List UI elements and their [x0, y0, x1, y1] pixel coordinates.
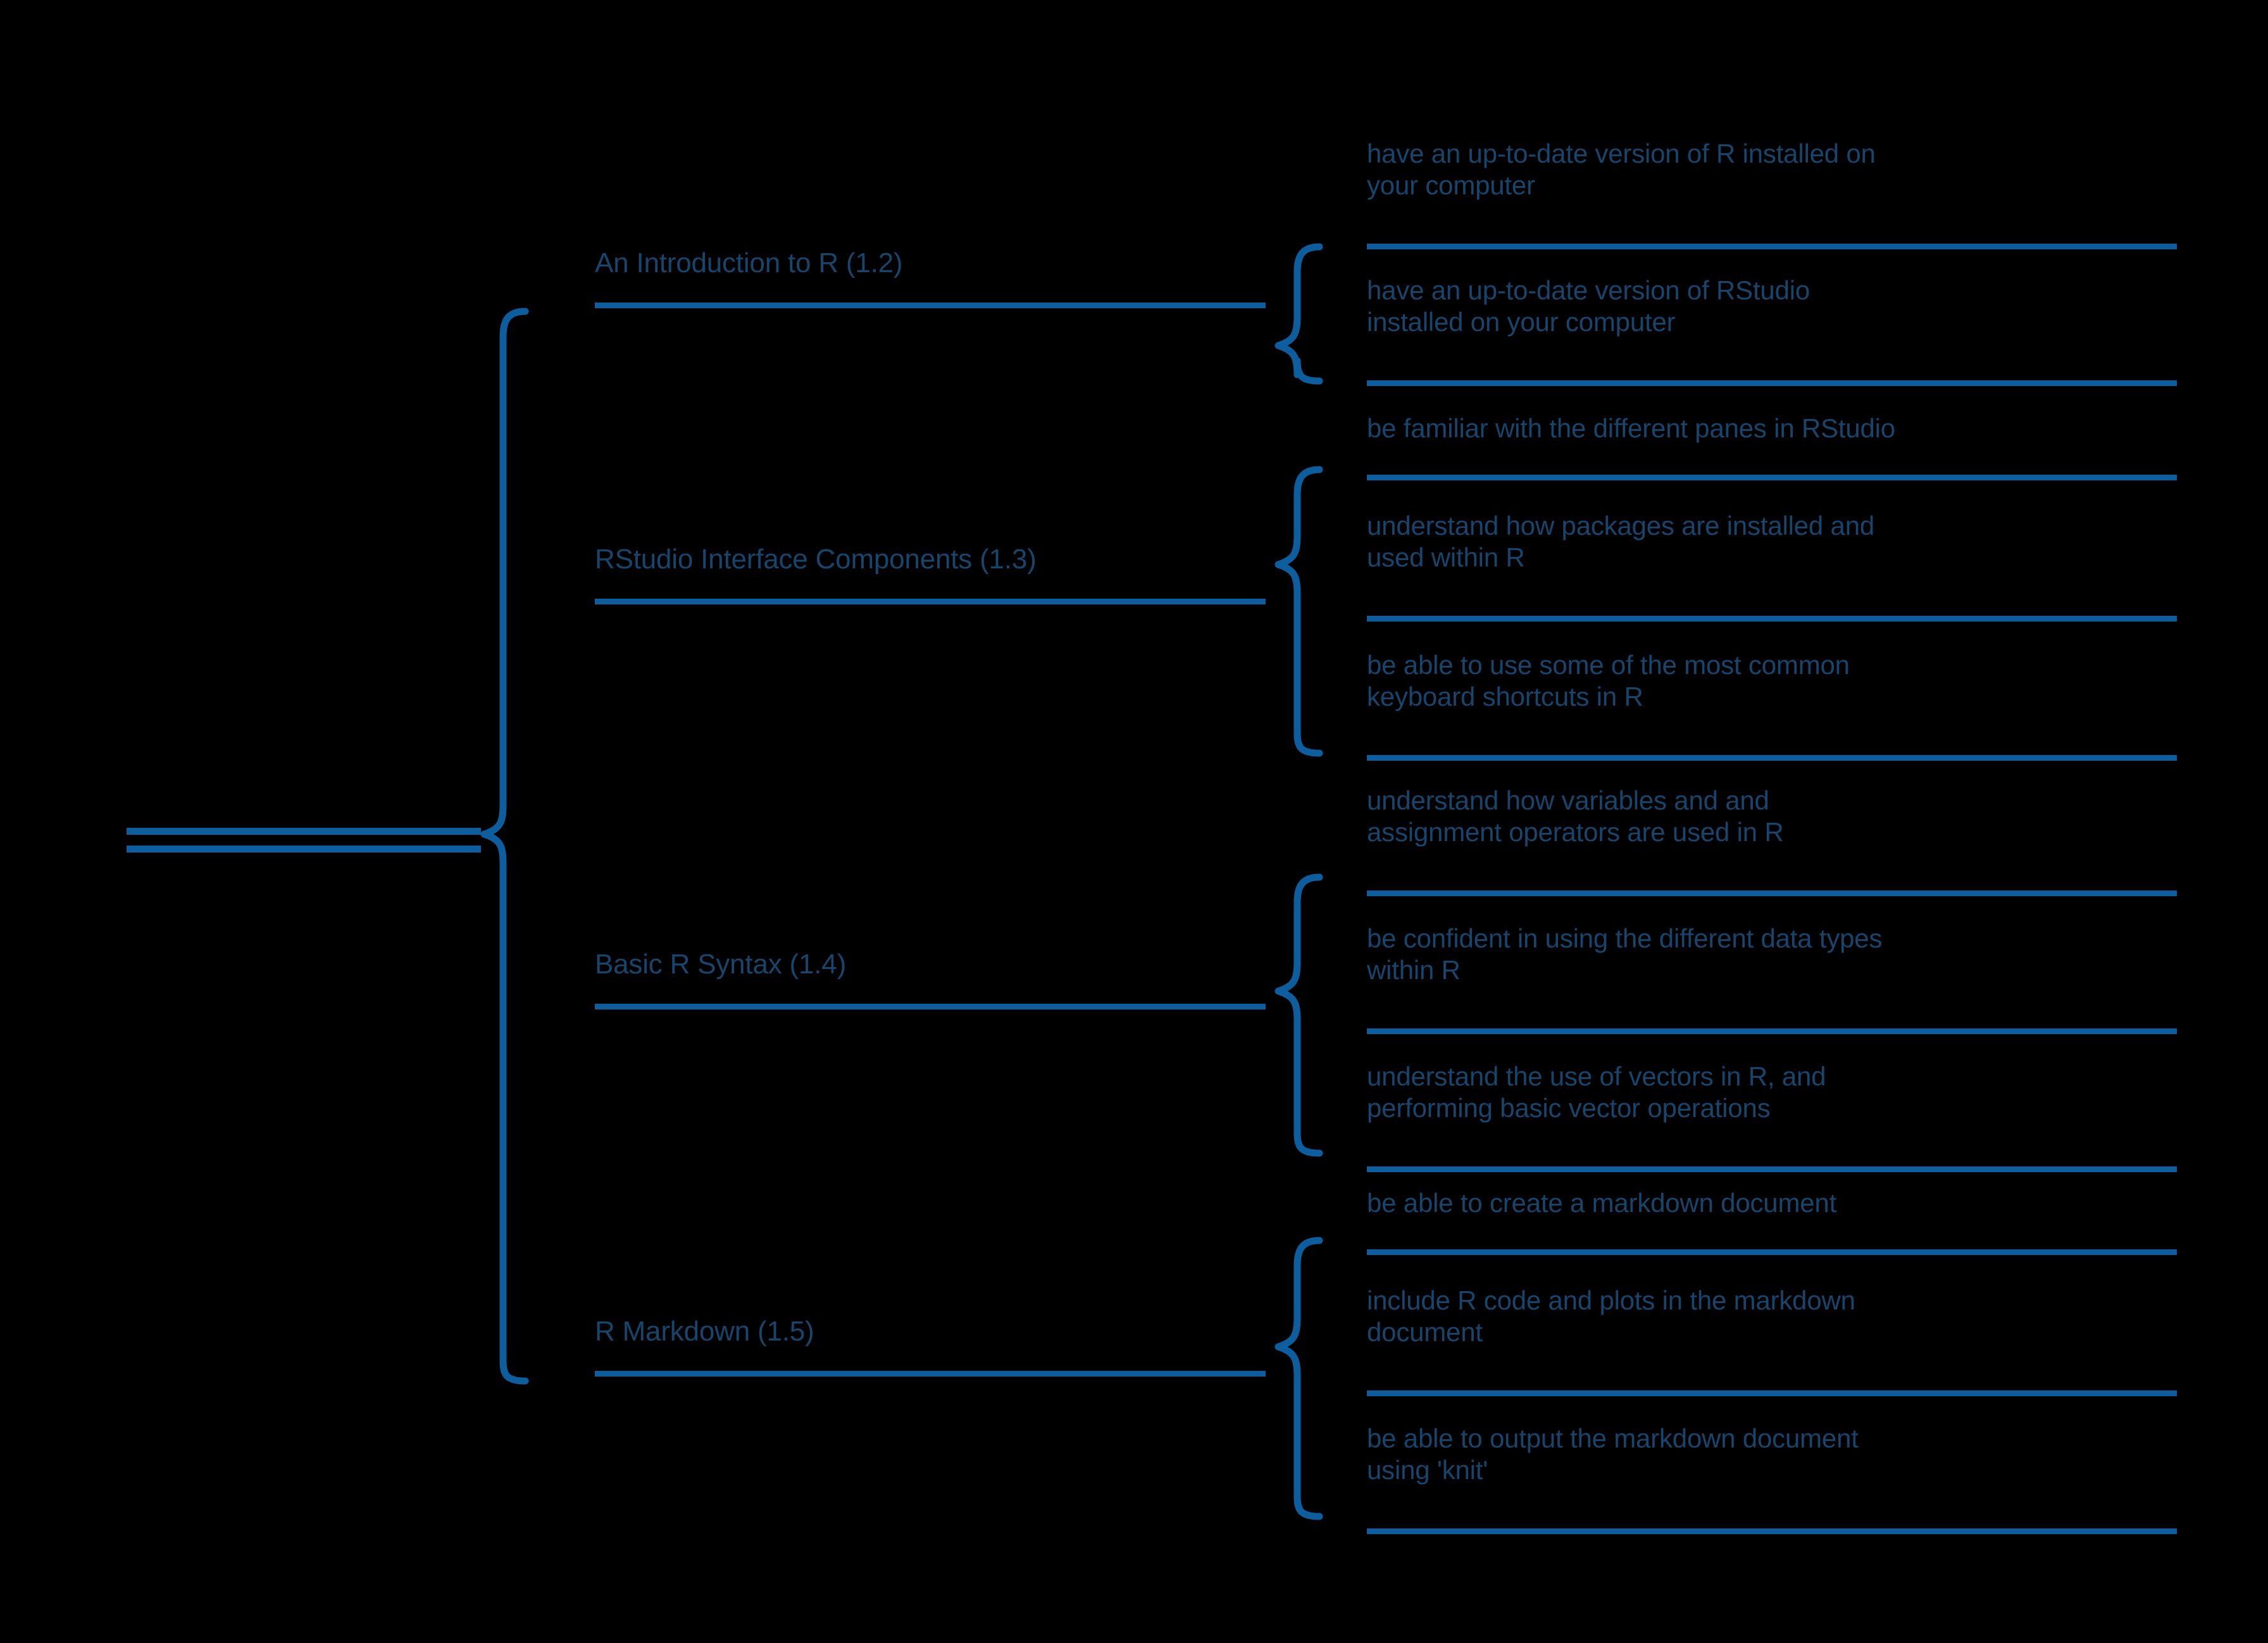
leaf-node-4-2-label: include R code and plots in the markdown… — [1367, 1285, 1855, 1347]
leaf-node-1-2[interactable]: have an up-to-date version of RStudio in… — [1367, 275, 2177, 386]
leaf-node-2-2-label: understand how packages are installed an… — [1367, 511, 1875, 572]
leaf-node-2-1-label: be familiar with the different panes in … — [1367, 413, 1895, 443]
leaf-node-4-1-label: be able to create a markdown document — [1367, 1188, 1837, 1218]
branch-node-1-underline — [595, 303, 1266, 308]
branch-node-1[interactable]: An Introduction to R (1.2) — [595, 247, 1266, 323]
branch-node-1-label: An Introduction to R (1.2) — [595, 247, 903, 278]
branch-2-brace — [1274, 466, 1323, 757]
root-brace — [480, 308, 529, 1385]
leaf-node-3-2-label: be confident in using the different data… — [1367, 923, 1883, 985]
leaf-node-4-3-underline — [1367, 1528, 2177, 1534]
leaf-node-4-1-underline — [1367, 1249, 2177, 1255]
branch-1-brace — [1274, 243, 1323, 385]
branch-node-4-underline — [595, 1371, 1266, 1377]
leaf-node-4-3-label: be able to output the markdown document … — [1367, 1423, 1859, 1485]
branch-node-2-label: RStudio Interface Components (1.3) — [595, 544, 1037, 575]
leaf-node-2-3-underline — [1367, 755, 2177, 761]
leaf-node-4-3[interactable]: be able to output the markdown document … — [1367, 1423, 2177, 1534]
leaf-node-2-2-underline — [1367, 616, 2177, 622]
leaf-node-2-1[interactable]: be familiar with the different panes in … — [1367, 413, 2177, 490]
branch-4-brace — [1274, 1237, 1323, 1520]
leaf-node-3-3-label: understand the use of vectors in R, and … — [1367, 1061, 1826, 1123]
leaf-node-3-2-underline — [1367, 1028, 2177, 1034]
leaf-node-2-3[interactable]: be able to use some of the most common k… — [1367, 649, 2177, 761]
leaf-node-3-2[interactable]: be confident in using the different data… — [1367, 923, 2177, 1034]
branch-node-2-underline — [595, 599, 1266, 604]
leaf-node-1-1-underline — [1367, 244, 2177, 249]
leaf-node-3-1[interactable]: understand how variables and and assignm… — [1367, 785, 2177, 896]
branch-node-4[interactable]: R Markdown (1.5) — [595, 1315, 1266, 1391]
leaf-node-2-1-underline — [1367, 475, 2177, 480]
leaf-node-4-1[interactable]: be able to create a markdown document — [1367, 1187, 2177, 1265]
branch-node-2[interactable]: RStudio Interface Components (1.3) — [595, 543, 1266, 619]
leaf-node-3-3[interactable]: understand the use of vectors in R, and … — [1367, 1061, 2177, 1172]
leaf-node-1-1-label: have an up-to-date version of R installe… — [1367, 139, 1876, 200]
leaf-node-2-3-label: be able to use some of the most common k… — [1367, 650, 1850, 711]
leaf-node-1-2-underline — [1367, 380, 2177, 386]
leaf-node-3-3-underline — [1367, 1166, 2177, 1172]
leaf-node-4-2-underline — [1367, 1390, 2177, 1396]
root-bottom-rule — [127, 846, 481, 853]
branch-3-brace — [1274, 873, 1323, 1157]
root-node[interactable] — [127, 803, 481, 866]
leaf-node-1-1[interactable]: have an up-to-date version of R installe… — [1367, 138, 2177, 249]
branch-node-3-label: Basic R Syntax (1.4) — [595, 949, 847, 980]
leaf-node-3-1-underline — [1367, 890, 2177, 896]
leaf-node-3-1-label: understand how variables and and assignm… — [1367, 785, 1784, 847]
leaf-node-4-2[interactable]: include R code and plots in the markdown… — [1367, 1285, 2177, 1396]
leaf-node-2-2[interactable]: understand how packages are installed an… — [1367, 510, 2177, 622]
root-top-rule — [127, 828, 481, 835]
branch-node-3-underline — [595, 1004, 1266, 1009]
branch-node-3[interactable]: Basic R Syntax (1.4) — [595, 948, 1266, 1024]
branch-node-4-label: R Markdown (1.5) — [595, 1316, 814, 1347]
leaf-node-1-2-label: have an up-to-date version of RStudio in… — [1367, 275, 1810, 337]
